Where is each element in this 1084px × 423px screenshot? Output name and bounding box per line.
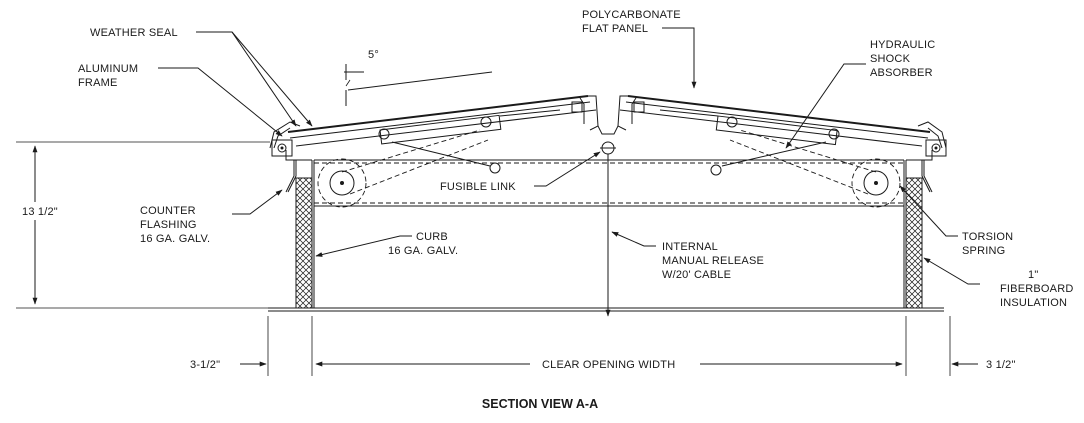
torsion-channel bbox=[314, 129, 904, 208]
label-angle: 5° bbox=[368, 49, 379, 61]
label-hydraulic-2: SHOCK bbox=[870, 53, 911, 65]
label-aluminum-frame-1: ALUMINUM bbox=[78, 63, 138, 75]
label-clear-opening: CLEAR OPENING WIDTH bbox=[542, 359, 675, 371]
label-internal-release-1: INTERNAL bbox=[662, 241, 718, 253]
counter-flashing bbox=[285, 150, 933, 193]
label-polycarbonate-1: POLYCARBONATE bbox=[582, 9, 681, 21]
label-counter-flashing-3: 16 GA. GALV. bbox=[140, 233, 210, 245]
label-fiberboard-2: FIBERBOARD bbox=[1000, 283, 1074, 295]
label-counter-flashing-2: FLASHING bbox=[140, 219, 197, 231]
leader-lines bbox=[158, 27, 980, 285]
right-lid bbox=[617, 95, 947, 176]
labels: WEATHER SEAL ALUMINUM FRAME 5° POLYCARBO… bbox=[22, 9, 1074, 411]
label-torsion-spring-1: TORSION bbox=[962, 231, 1013, 243]
width-dimensions bbox=[240, 316, 978, 376]
label-curb-1: CURB bbox=[416, 231, 448, 243]
label-counter-flashing-1: COUNTER bbox=[140, 205, 196, 217]
label-right-width: 3 1/2" bbox=[986, 359, 1016, 371]
angle-indicator bbox=[344, 64, 493, 106]
left-lid bbox=[269, 95, 599, 174]
label-fiberboard-3: INSULATION bbox=[1000, 297, 1067, 309]
label-fusible-link: FUSIBLE LINK bbox=[440, 181, 516, 193]
label-aluminum-frame-2: FRAME bbox=[78, 77, 118, 89]
label-hydraulic-1: HYDRAULIC bbox=[870, 39, 935, 51]
section-title: SECTION VIEW A-A bbox=[482, 397, 598, 411]
label-internal-release-3: W/20' CABLE bbox=[662, 269, 731, 281]
label-polycarbonate-2: FLAT PANEL bbox=[582, 23, 648, 35]
label-fiberboard-1: 1" bbox=[1028, 269, 1038, 281]
label-curb-2: 16 GA. GALV. bbox=[388, 245, 458, 257]
label-hydraulic-3: ABSORBER bbox=[870, 67, 933, 79]
roof-deck bbox=[268, 307, 944, 312]
height-dimension bbox=[16, 141, 270, 309]
insulation-left bbox=[295, 177, 313, 309]
label-height: 13 1/2" bbox=[22, 206, 58, 218]
label-internal-release-2: MANUAL RELEASE bbox=[662, 255, 764, 267]
center-gap bbox=[597, 125, 619, 317]
curb bbox=[311, 160, 907, 308]
insulation-right bbox=[905, 177, 923, 309]
label-left-width: 3-1/2" bbox=[190, 359, 220, 371]
label-weather-seal: WEATHER SEAL bbox=[90, 27, 178, 39]
label-torsion-spring-2: SPRING bbox=[962, 245, 1005, 257]
